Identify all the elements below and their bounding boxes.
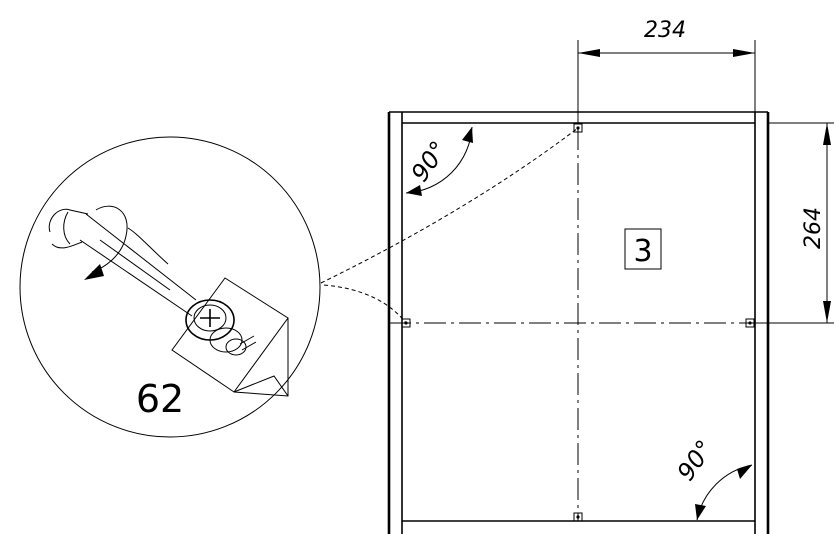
detail-leader-lines xyxy=(320,127,579,324)
angle-bottom-right-label: 90° xyxy=(672,435,719,486)
center-lines xyxy=(389,128,768,521)
angle-bracket xyxy=(171,277,289,397)
dimension-width-label: 234 xyxy=(644,18,686,43)
dimension-height-label: 264 xyxy=(801,207,826,249)
dimension-width: 234 xyxy=(577,18,756,124)
part-number-label: 3 xyxy=(633,234,652,269)
screwdriver-icon xyxy=(48,205,197,317)
detail-view: 62 xyxy=(19,136,321,438)
detail-quantity-label: 62 xyxy=(136,377,184,421)
fastener-bottom xyxy=(573,512,583,522)
angle-top-left-label: 90° xyxy=(406,136,453,187)
fastener-right xyxy=(745,318,755,328)
part-number-tag: 3 xyxy=(624,228,662,270)
dimension-height: 264 xyxy=(758,122,834,324)
screw-icon xyxy=(185,299,257,356)
angle-bottom-right: 90° xyxy=(672,435,753,521)
angle-top-left: 90° xyxy=(406,126,473,196)
